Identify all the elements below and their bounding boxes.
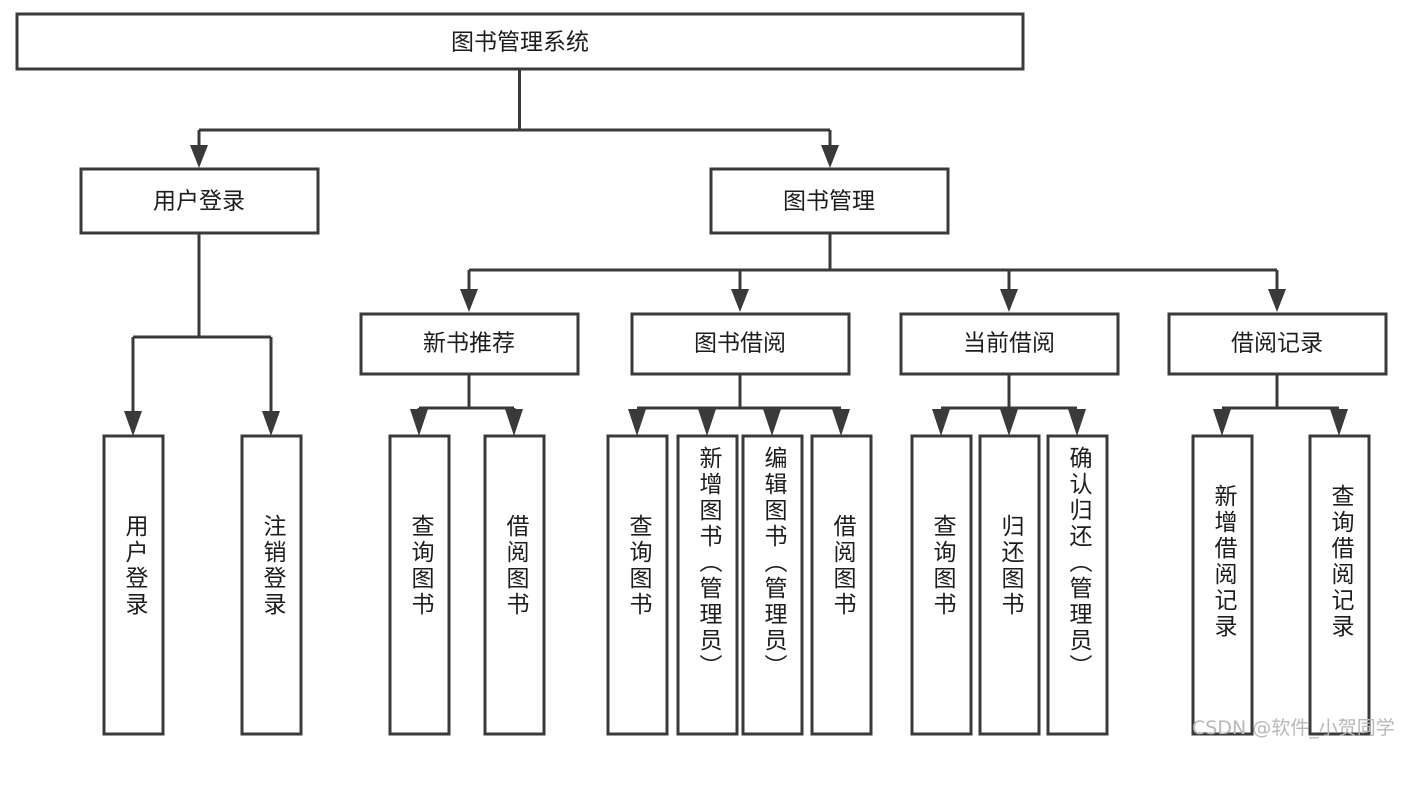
- leaf-box-user-login-2[interactable]: [240, 434, 303, 736]
- arrowhead-new-book: [460, 289, 478, 312]
- arrowhead-book-manage: [821, 145, 839, 168]
- leaf-box-new-book-1[interactable]: [388, 434, 451, 736]
- leaf-box-new-book-2[interactable]: [483, 434, 546, 736]
- connector-group-current-borrow-leaves: [932, 374, 1086, 436]
- node-root-box[interactable]: [15, 12, 1025, 71]
- node-current-borrow-box[interactable]: [899, 312, 1120, 376]
- node-root-label: 图书管理系统: [451, 30, 589, 56]
- arrowhead-leaf-bb-3: [763, 409, 781, 436]
- connector-group-root-to-level2: [190, 68, 839, 168]
- connector-group-borrow-record-leaves: [1213, 374, 1348, 436]
- arrowhead-leaf-cb-2: [1000, 409, 1018, 436]
- hierarchy-diagram: 图书管理系统 用户登录 图书管理 新书推荐 图书借阅 当前借阅 借阅记录: [15, 12, 1395, 739]
- arrowhead-leaf-nb-1: [410, 409, 428, 436]
- arrowhead-current-borrow: [1000, 289, 1018, 312]
- node-book-manage[interactable]: 图书管理: [709, 167, 950, 235]
- leaf-box-book-borrow-1[interactable]: [606, 434, 669, 736]
- arrowhead-leaf-ul-1: [124, 411, 142, 436]
- node-user-login-box[interactable]: [79, 167, 320, 235]
- arrowhead-leaf-br-2: [1330, 409, 1348, 436]
- node-user-login-label: 用户登录: [153, 189, 245, 215]
- leaf-box-user-login-1[interactable]: [102, 434, 165, 736]
- leaf-box-borrow-record-2[interactable]: [1308, 434, 1371, 736]
- leaf-box-book-borrow-2[interactable]: [676, 434, 739, 736]
- node-borrow-record-box[interactable]: [1167, 312, 1388, 376]
- arrowhead-leaf-bb-2: [698, 409, 716, 436]
- arrowhead-leaf-bb-1: [628, 409, 646, 436]
- leaf-box-borrow-record-1[interactable]: [1191, 434, 1254, 736]
- arrowhead-leaf-ul-2: [262, 411, 280, 436]
- connector-group-book-borrow-leaves: [628, 374, 850, 436]
- node-user-login[interactable]: 用户登录: [79, 167, 320, 235]
- connector-group-booktmanage-to-level3: [460, 234, 1286, 312]
- node-book-borrow-box[interactable]: [630, 312, 851, 376]
- arrowhead-user-login: [190, 145, 208, 168]
- watermark-text: CSDN @软件_小贺同学: [1192, 717, 1395, 739]
- leaf-box-book-borrow-3[interactable]: [741, 434, 804, 736]
- arrowhead-leaf-bb-4: [832, 409, 850, 436]
- node-current-borrow[interactable]: 当前借阅: [899, 312, 1120, 376]
- arrowhead-borrow-record: [1268, 289, 1286, 312]
- node-book-borrow-label: 图书借阅: [694, 331, 786, 357]
- node-book-borrow[interactable]: 图书借阅: [630, 312, 851, 376]
- arrowhead-leaf-cb-3: [1068, 409, 1086, 436]
- leaf-box-current-borrow-2[interactable]: [978, 434, 1041, 736]
- node-borrow-record-label: 借阅记录: [1231, 331, 1323, 357]
- connector-group-user-login-leaves: [124, 233, 280, 436]
- diagram-canvas: 图书管理系统 用户登录 图书管理 新书推荐 图书借阅 当前借阅 借阅记录: [15, 12, 1388, 736]
- leaf-box-current-borrow-3[interactable]: [1046, 434, 1109, 736]
- connector-group-new-book-leaves: [410, 374, 523, 436]
- node-book-manage-box[interactable]: [709, 167, 950, 235]
- arrowhead-leaf-cb-1: [932, 409, 950, 436]
- node-new-book-recommend[interactable]: 新书推荐: [359, 312, 580, 376]
- node-new-book-recommend-label: 新书推荐: [423, 331, 515, 357]
- node-current-borrow-label: 当前借阅: [963, 331, 1055, 357]
- leaf-box-current-borrow-1[interactable]: [910, 434, 973, 736]
- node-book-manage-label: 图书管理: [783, 189, 875, 215]
- node-borrow-record[interactable]: 借阅记录: [1167, 312, 1388, 376]
- node-root[interactable]: 图书管理系统: [15, 12, 1025, 71]
- arrowhead-book-borrow: [731, 289, 749, 312]
- arrowhead-leaf-br-1: [1213, 409, 1231, 436]
- node-new-book-recommend-box[interactable]: [359, 312, 580, 376]
- arrowhead-leaf-nb-2: [505, 409, 523, 436]
- leaf-box-book-borrow-4[interactable]: [810, 434, 873, 736]
